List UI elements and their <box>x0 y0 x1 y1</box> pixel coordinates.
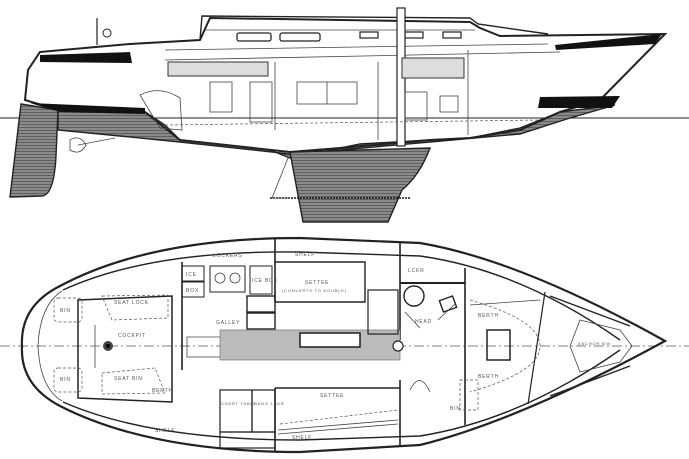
label-berth-fwd: Berth <box>478 374 499 380</box>
portlights <box>236 31 462 42</box>
sink <box>246 312 276 330</box>
head-sink <box>438 295 458 313</box>
label-box: Box <box>186 288 199 294</box>
stove-burner-icon <box>229 272 241 284</box>
plan-labels: Lockers Shelf Ice Box Ice Box Galley Set… <box>60 252 611 441</box>
label-cockpit: Cockpit <box>118 333 146 339</box>
label-seat-lock: Seat Lock <box>114 300 149 306</box>
label-settee: Settee <box>305 280 329 286</box>
rudder <box>9 103 59 198</box>
portlight <box>279 32 321 42</box>
label-head: Head <box>415 319 432 325</box>
saloon-table <box>299 332 361 348</box>
portlight <box>442 31 462 39</box>
label-lockers: Lockers <box>213 253 243 259</box>
label-bin: Bin <box>60 308 71 314</box>
profile-view <box>0 7 689 223</box>
propeller-icon <box>69 137 116 153</box>
label-shelf: Shelf <box>292 435 312 441</box>
label-ice: Ice <box>186 272 197 278</box>
label-bin-fwd: Bin <box>450 406 461 412</box>
boot-stripe <box>30 103 145 114</box>
label-settee: Settee <box>320 393 344 399</box>
label-settee-converts: (Converts to double) <box>282 288 347 293</box>
label-anchor-bin: Anchor Bin <box>578 341 611 346</box>
label-chart-table: Chart Table <box>221 401 257 406</box>
label-shelf: Shelf <box>295 252 315 258</box>
cabin-trunk <box>199 15 549 41</box>
label-seat-bin: Seat Bin <box>114 376 143 382</box>
plan-view <box>0 236 689 454</box>
mast-step-icon <box>392 340 404 352</box>
sink <box>246 295 276 313</box>
fin-keel <box>289 147 432 223</box>
label-berth: Berth <box>152 388 173 394</box>
portlight <box>236 32 272 42</box>
sheer-stripe <box>40 52 132 63</box>
label-hang-lckr: Hang Lckr <box>254 401 285 406</box>
portlight <box>404 31 424 39</box>
toilet-icon <box>403 285 425 307</box>
label-bin: Bin <box>60 377 71 383</box>
portlight <box>359 31 379 39</box>
stove-burner-icon <box>214 272 226 284</box>
label-lckr: Lckr <box>408 268 425 274</box>
label-ice-box: Ice Box <box>252 278 278 284</box>
label-berth-fwd: Berth <box>478 313 499 319</box>
deck-outline <box>20 236 668 454</box>
label-shelf: Shelf <box>155 428 175 434</box>
label-galley: Galley <box>216 320 240 326</box>
